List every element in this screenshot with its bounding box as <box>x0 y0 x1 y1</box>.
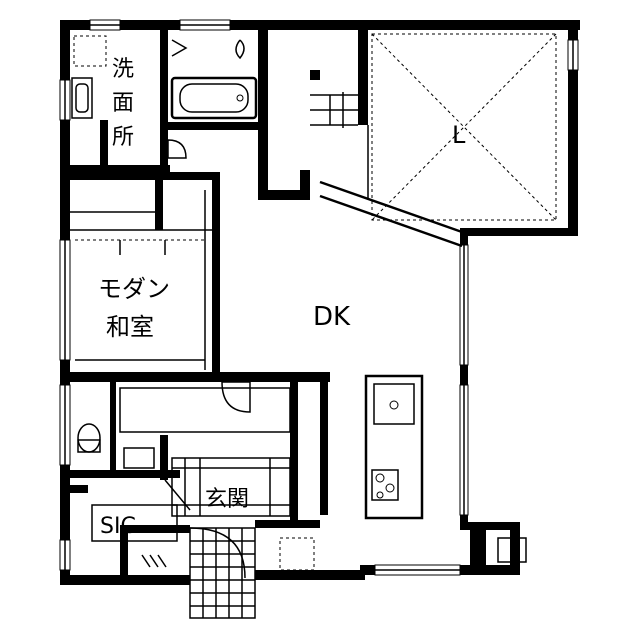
living-label: L <box>452 121 466 149</box>
toilet <box>77 381 291 469</box>
washitsu-label-1: モダン <box>98 275 170 303</box>
staircase <box>310 70 358 128</box>
washitsu-label-2: 和室 <box>106 313 154 341</box>
sic-label: SIC <box>100 514 136 539</box>
windows <box>59 19 579 576</box>
washroom-label-2: 面 <box>112 91 134 116</box>
entrance-label: 玄関 <box>205 487 249 512</box>
dk-label: DK <box>313 302 351 332</box>
entrance-area <box>91 457 315 619</box>
washroom-label-3: 所 <box>112 125 134 150</box>
living-room <box>319 33 557 248</box>
interior-walls <box>70 30 368 580</box>
exterior-unit <box>470 530 527 568</box>
washroom-fixtures <box>71 35 187 159</box>
washroom-label-1: 洗 <box>112 57 134 82</box>
washitsu-room <box>70 190 212 370</box>
bathtub <box>170 39 258 120</box>
kitchen-island <box>364 374 424 520</box>
